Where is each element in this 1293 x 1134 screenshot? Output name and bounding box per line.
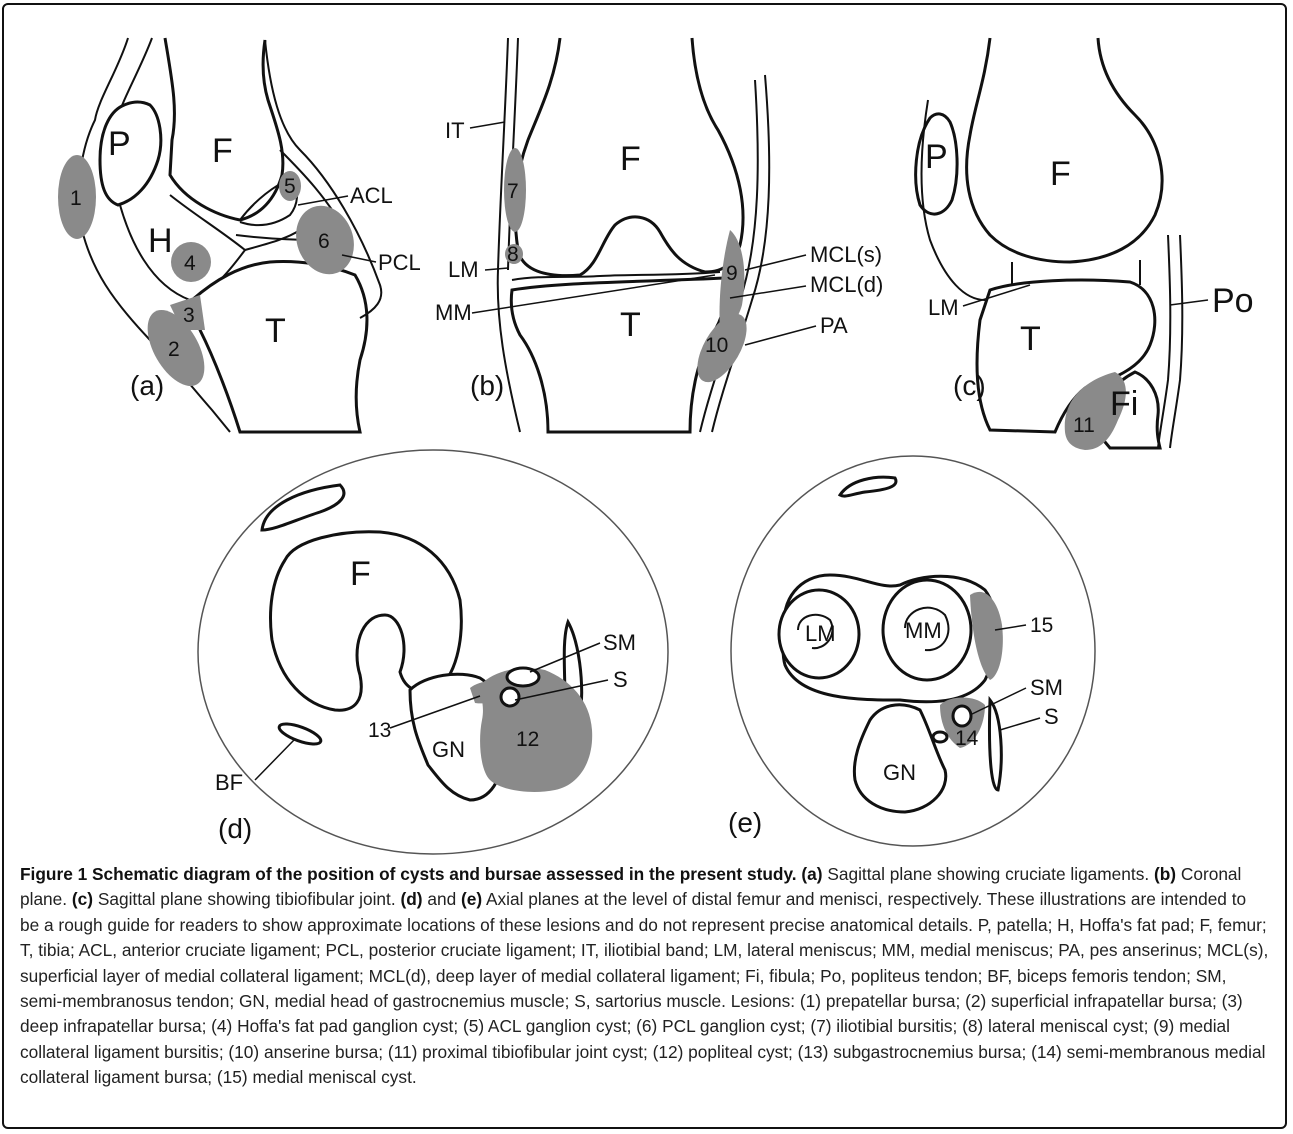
- lesion-num-4: 4: [184, 252, 196, 275]
- label-lm-e: LM: [805, 621, 836, 646]
- label-t-c: T: [1020, 320, 1041, 358]
- lesion-num-1: 1: [70, 187, 82, 210]
- figure-diagram: 1 2 3 4 5 6 P F H T ACL PCL (a) 7: [0, 0, 1293, 860]
- panel-e: 14 15 LM MM SM S GN (e): [728, 456, 1095, 846]
- panel-label-d: (d): [218, 813, 252, 844]
- label-mm-e: MM: [905, 618, 942, 643]
- label-mcld-b: MCL(d): [810, 272, 883, 297]
- lesion-num-10: 10: [705, 334, 728, 357]
- caption-text-a: Sagittal plane showing cruciate ligament…: [827, 864, 1149, 884]
- label-p-c: P: [925, 138, 948, 176]
- label-f-c: F: [1050, 155, 1071, 193]
- lesion-num-3: 3: [183, 304, 195, 327]
- small-tendon-d: [501, 688, 519, 706]
- panel-c: 11 P F LM T Po Fi (c): [916, 38, 1254, 450]
- leader-po-c: [1170, 300, 1208, 305]
- label-s-d: S: [613, 667, 628, 692]
- panel-b: 7 8 9 10 IT F LM MM T MCL(s) MCL(d) PA (…: [435, 38, 883, 432]
- panel-label-a: (a): [130, 370, 164, 401]
- lesion-num-8: 8: [507, 243, 519, 266]
- lesion-num-9: 9: [726, 262, 738, 285]
- caption-text-d: and: [427, 889, 456, 909]
- label-t-b: T: [620, 306, 641, 344]
- leader-bf-d: [255, 740, 294, 780]
- small-tendon-e: [933, 732, 947, 742]
- label-bf-d: BF: [215, 770, 243, 795]
- femur-c: [967, 38, 1162, 262]
- label-sm-d: SM: [603, 630, 636, 655]
- panel-a: 1 2 3 4 5 6 P F H T ACL PCL (a): [58, 38, 421, 432]
- patella-d: [262, 485, 344, 530]
- label-lm-b: LM: [448, 257, 479, 282]
- label-h-a: H: [148, 222, 173, 260]
- sartorius-e: [989, 700, 1001, 790]
- lesion-num-14: 14: [955, 727, 979, 750]
- label-mcls-b: MCL(s): [810, 242, 882, 267]
- caption-title: Figure 1 Schematic diagram of the positi…: [20, 864, 792, 884]
- label-f-a: F: [212, 132, 233, 170]
- caption-tag-d: (d): [400, 889, 422, 909]
- label-acl-a: ACL: [350, 183, 393, 208]
- gn-e: [854, 705, 945, 812]
- label-sm-e: SM: [1030, 675, 1063, 700]
- lesion-num-7: 7: [507, 180, 519, 203]
- label-t-a: T: [265, 312, 286, 350]
- label-s-e: S: [1044, 704, 1059, 729]
- panel-label-b: (b): [470, 370, 504, 401]
- panel-label-e: (e): [728, 807, 762, 838]
- lesion-num-13: 13: [368, 719, 391, 742]
- caption-tag-c: (c): [72, 889, 93, 909]
- label-pcl-a: PCL: [378, 250, 421, 275]
- caption-tag-a: (a): [801, 864, 822, 884]
- leader-s-e: [1000, 718, 1040, 730]
- label-it-b: IT: [445, 118, 465, 143]
- leader-pa-b: [745, 326, 816, 345]
- leader-mcls-b: [745, 255, 806, 270]
- lesion-num-12: 12: [516, 728, 539, 751]
- lesion-num-5: 5: [284, 175, 296, 198]
- label-p-a: P: [108, 125, 131, 163]
- label-lm-c: LM: [928, 295, 959, 320]
- panel-d: 12 13 F SM S BF GN (d): [198, 450, 668, 854]
- label-po-c: Po: [1212, 282, 1254, 320]
- label-f-d: F: [350, 555, 371, 593]
- label-gn-e: GN: [883, 760, 916, 785]
- leader-it-b: [470, 122, 505, 128]
- caption-tag-e: (e): [461, 889, 482, 909]
- bf-tendon-d: [277, 720, 323, 748]
- sm-tendon-e: [953, 706, 971, 726]
- patella-e: [840, 477, 896, 496]
- lesion-num-11: 11: [1073, 414, 1095, 437]
- label-fi-c: Fi: [1110, 385, 1138, 423]
- leader-lm-b: [485, 268, 508, 270]
- lesion-num-2: 2: [168, 338, 180, 361]
- label-gn-d: GN: [432, 737, 465, 762]
- panel-label-c: (c): [953, 370, 986, 401]
- lesion-num-6: 6: [318, 230, 330, 253]
- label-pa-b: PA: [820, 313, 848, 338]
- popliteus-line1-c: [1158, 235, 1170, 448]
- caption-text-c: Sagittal plane showing tibiofibular join…: [98, 889, 396, 909]
- popliteus-line2-c: [1170, 235, 1182, 448]
- caption-text-e: Axial planes at the level of distal femu…: [20, 889, 1268, 1087]
- figure-caption: Figure 1 Schematic diagram of the positi…: [20, 862, 1270, 1091]
- femur-a: [165, 38, 283, 220]
- label-f-b: F: [620, 140, 641, 178]
- lesion-num-15: 15: [1030, 614, 1053, 637]
- label-mm-b: MM: [435, 300, 472, 325]
- caption-tag-b: (b): [1154, 864, 1176, 884]
